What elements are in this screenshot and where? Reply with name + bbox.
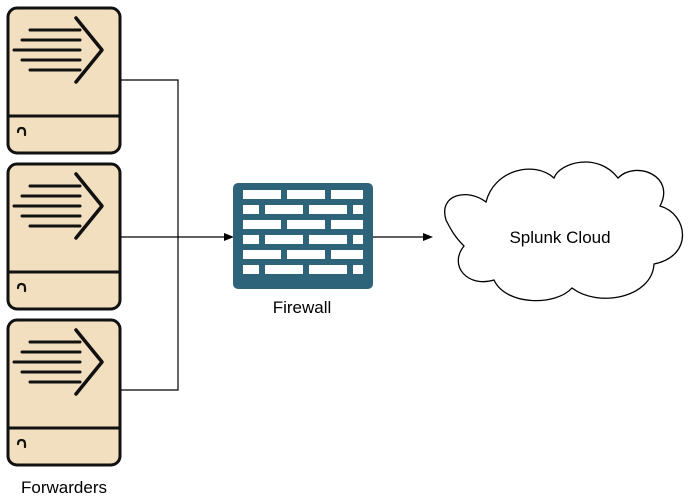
splunk-cloud-label: Splunk Cloud [509,228,611,247]
forwarders-label: Forwarders [21,478,107,497]
firewall-label: Firewall [272,298,332,317]
connector-bottom [121,237,179,391]
connector-top [121,79,179,237]
firewall-brick-icon [233,183,373,289]
forwarder-server-icon [6,6,122,155]
forwarder-connectors [121,79,226,391]
arrowhead-icon [224,233,234,241]
forwarder-server-icon [6,318,122,467]
arrowhead-icon [423,233,433,241]
cloud-icon [444,161,683,302]
forwarder-server-icon [6,162,122,311]
